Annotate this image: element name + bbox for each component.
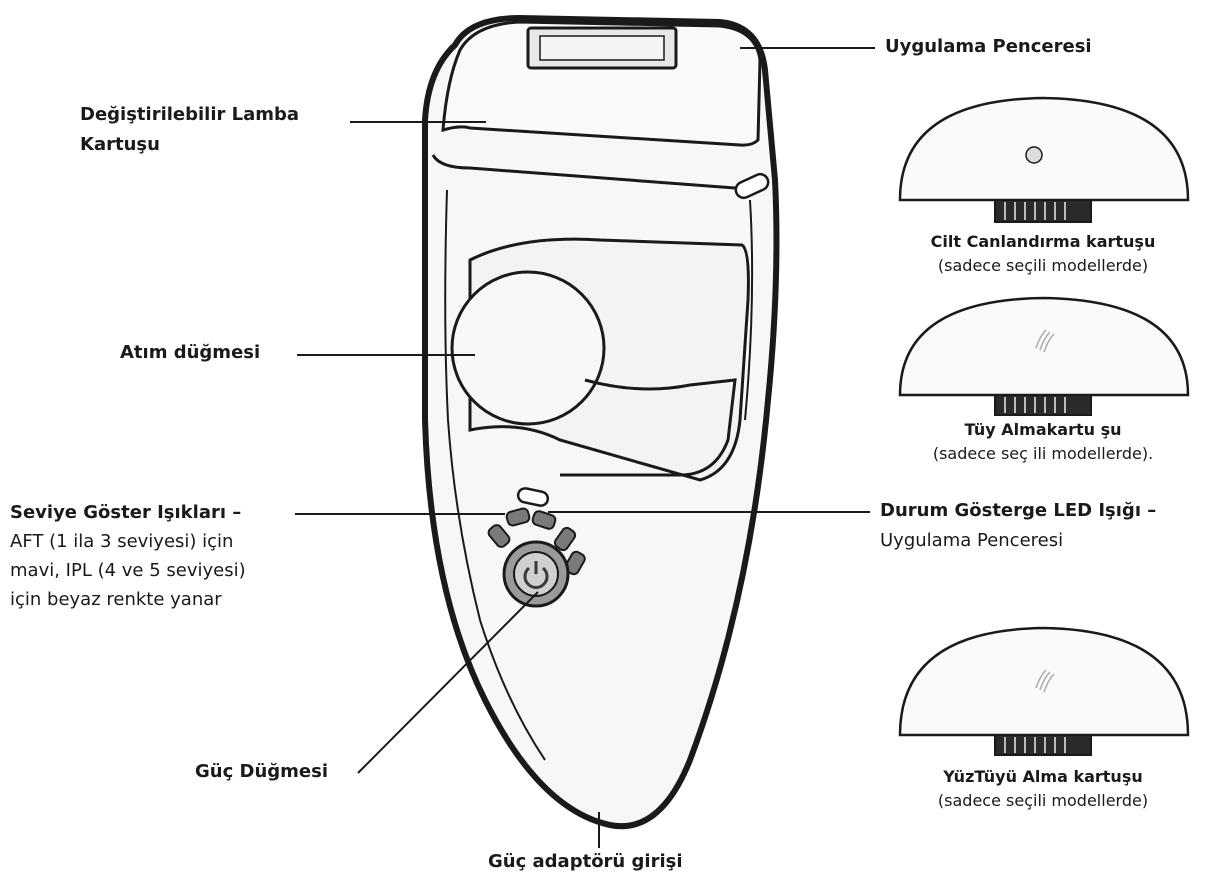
cartridge-2-caption: Tüy Almakartu şu (sadece seç ili modelle… <box>903 418 1183 466</box>
window-glass <box>539 35 665 61</box>
cartridge-3-note: (sadece seçili modellerde) <box>937 791 1149 810</box>
cartridge-2-drawing <box>898 296 1190 416</box>
hair-strokes-icon <box>1035 329 1055 353</box>
cartridge-2-title: Tüy Almakartu şu <box>964 420 1122 439</box>
label-lamp-cartridge-line1: Değiştirilebilir Lamba <box>80 104 300 125</box>
leader-lines <box>295 47 875 848</box>
label-pulse-button: Atım düğmesi <box>120 342 261 363</box>
label-power-adapter: Güç adaptörü girişi <box>488 851 683 872</box>
label-level-lights-line1: AFT (1 ila 3 seviyesi) için <box>10 531 234 552</box>
level-indicators <box>487 507 586 576</box>
label-level-lights-title: Seviye Göster Işıkları – <box>10 502 242 523</box>
level-segment-5 <box>564 550 586 576</box>
cartridge-1-note: (sadece seçili modellerde) <box>937 256 1149 275</box>
power-icon <box>523 561 549 589</box>
leader-power <box>357 591 539 774</box>
label-status-led-sub: Uygulama Penceresi <box>880 530 1064 551</box>
hair-strokes-icon <box>1035 669 1055 693</box>
status-led-shape <box>516 487 550 507</box>
label-level-lights-line2: mavi, IPL (4 ve 5 seviyesi) <box>10 560 246 581</box>
label-power-button: Güç Düğmesi <box>195 761 329 782</box>
label-status-led-title: Durum Gösterge LED Işığı – <box>880 500 1157 521</box>
cartridge-2-note: (sadece seç ili modellerde). <box>932 444 1154 463</box>
label-application-window: Uygulama Penceresi <box>885 36 1092 57</box>
level-segment-4 <box>553 526 577 552</box>
side-slot <box>734 172 770 200</box>
label-level-lights-line3: için beyaz renkte yanar <box>10 589 222 610</box>
lower-panel <box>560 378 737 477</box>
cartridge-3-drawing <box>898 626 1190 756</box>
device-illustration <box>422 14 780 830</box>
cartridge-1-drawing <box>898 96 1190 223</box>
lamp-cartridge-top <box>441 20 762 147</box>
label-lamp-cartridge-line2: Kartuşu <box>80 134 160 155</box>
eye-symbol-icon <box>1025 146 1043 164</box>
body-inner-edge <box>444 189 546 761</box>
pulse-button-shape <box>450 270 606 426</box>
level-segment-2 <box>505 507 531 527</box>
level-segment-1 <box>487 524 511 548</box>
cartridge-1-title: Cilt Canlandırma kartuşu <box>930 232 1156 251</box>
cartridge-3-caption: YüzTüyü Alma kartuşu (sadece seçili mode… <box>903 765 1183 813</box>
body-right-edge <box>744 199 754 421</box>
level-segment-3 <box>531 510 557 530</box>
cartridge-3-title: YüzTüyü Alma kartuşu <box>943 767 1143 786</box>
cartridge-1-caption: Cilt Canlandırma kartuşu (sadece seçili … <box>903 230 1183 278</box>
